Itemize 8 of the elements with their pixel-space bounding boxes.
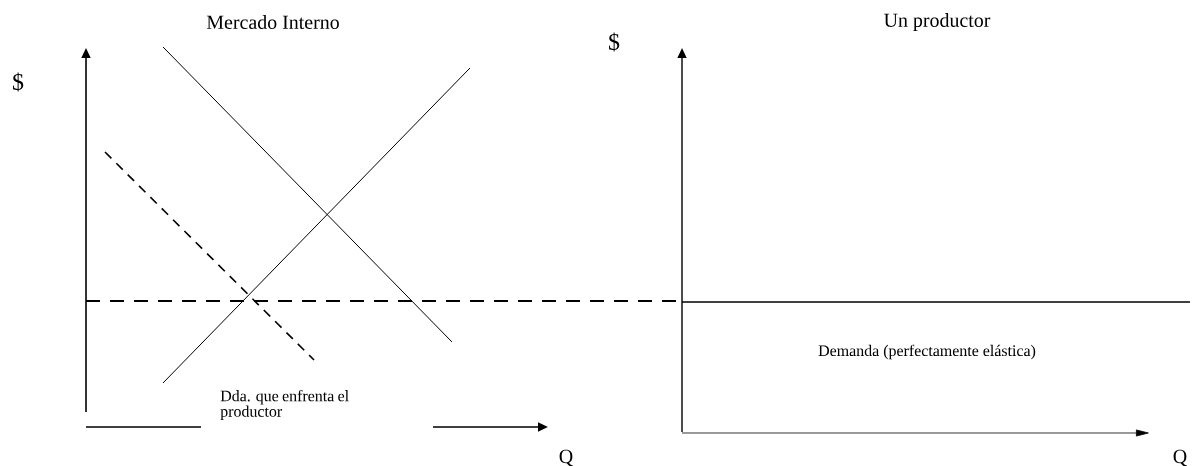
axis-label: $: [609, 32, 620, 52]
panel-title: Un productor: [884, 12, 991, 31]
panel-title: Mercado Interno: [206, 15, 339, 29]
curve-label: Dda. que enfrenta el productor: [220, 389, 349, 420]
axis-label: Q: [559, 449, 573, 466]
axis-label: Q: [1173, 449, 1187, 466]
curve-label: Demanda (perfectamente elástica): [818, 344, 1036, 360]
axis-label: $: [13, 72, 24, 92]
